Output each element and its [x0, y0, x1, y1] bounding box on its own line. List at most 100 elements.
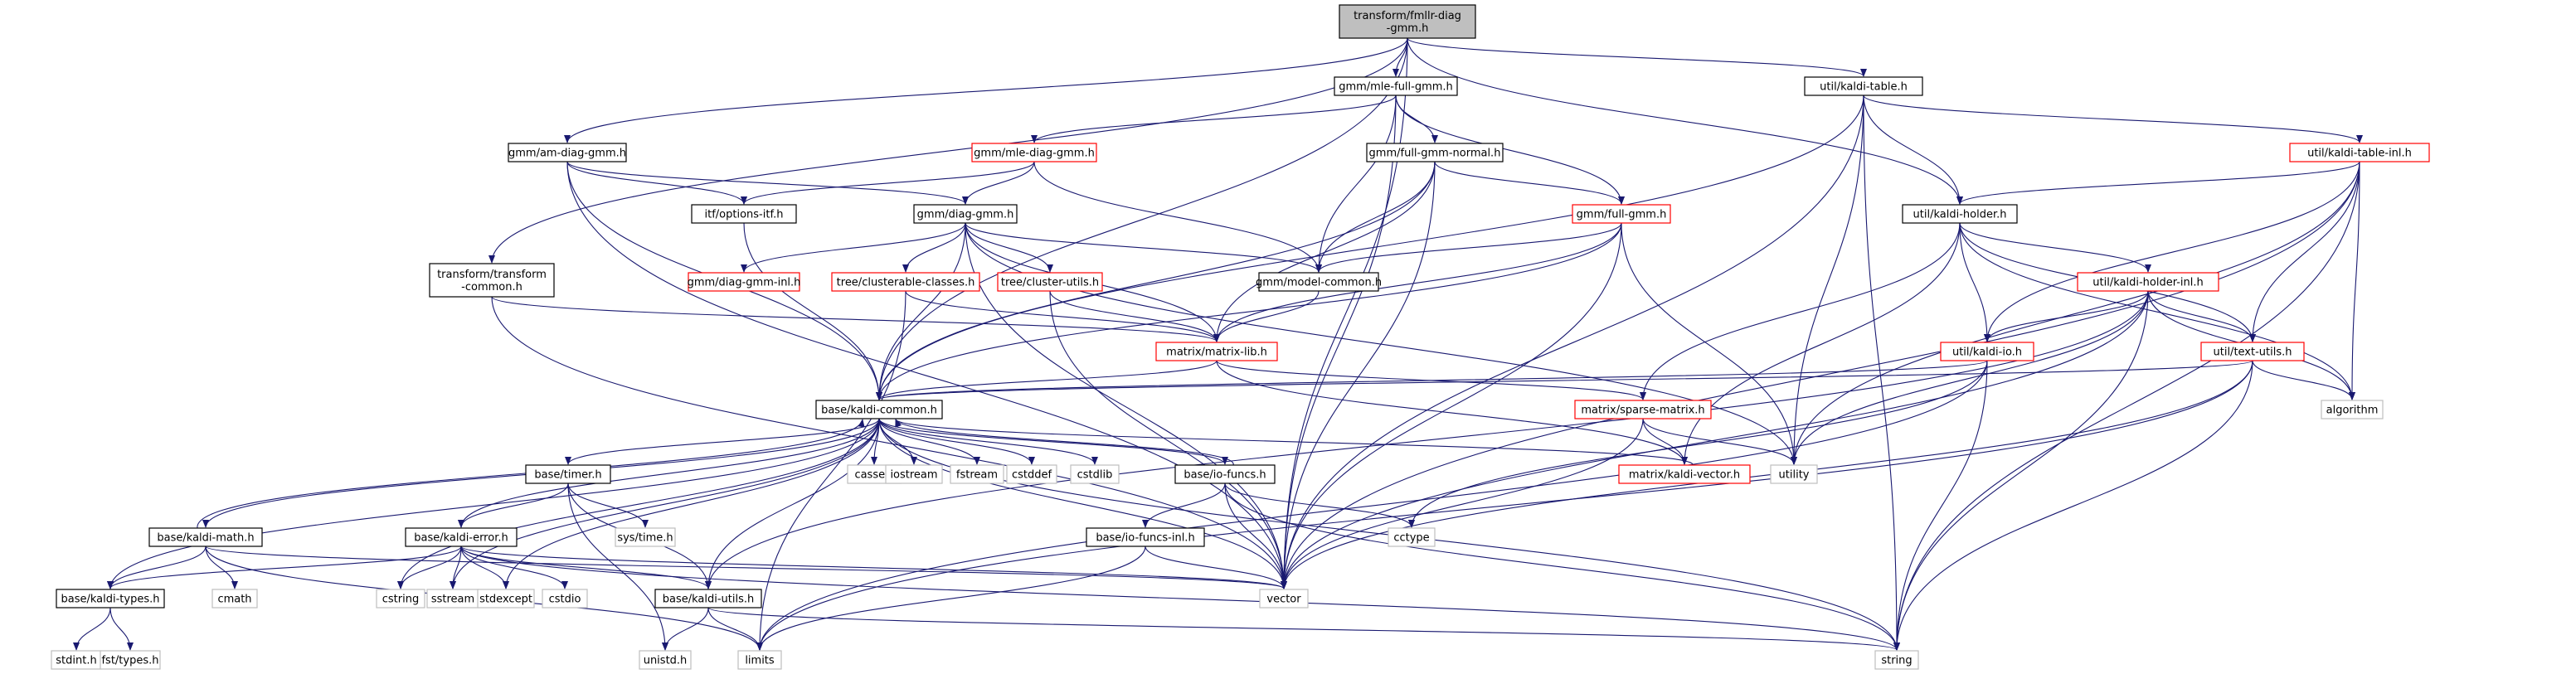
node-unistd[interactable]: unistd.h	[639, 650, 692, 670]
node-box[interactable]	[654, 589, 762, 609]
node-iofuncsinl[interactable]: base/io-funcs-inl.h	[1086, 527, 1205, 547]
node-box[interactable]	[1155, 342, 1278, 361]
node-holderinl[interactable]: util/kaldi-holder-inl.h	[2077, 272, 2219, 292]
node-box[interactable]	[56, 589, 165, 609]
node-box[interactable]	[2289, 143, 2430, 162]
node-itf[interactable]: itf/options-itf.h	[691, 204, 797, 224]
node-box[interactable]	[2200, 342, 2305, 361]
node-box[interactable]	[405, 527, 518, 547]
node-box[interactable]	[615, 527, 676, 547]
node-stdexcept[interactable]: stdexcept	[477, 589, 535, 609]
node-amdiag[interactable]: gmm/am-diag-gmm.h	[508, 143, 627, 162]
node-box[interactable]	[1940, 342, 2034, 361]
node-box[interactable]	[525, 464, 611, 484]
node-string[interactable]: string	[1874, 650, 1919, 670]
node-box[interactable]	[737, 650, 782, 670]
node-box[interactable]	[691, 204, 797, 224]
node-box[interactable]	[1258, 272, 1379, 292]
node-box[interactable]	[1902, 204, 2018, 224]
edge-fullnormal-to-matrixlib	[1213, 161, 1436, 342]
node-clusterutils[interactable]: tree/cluster-utils.h	[997, 272, 1103, 292]
node-transcommon[interactable]: transform/transform-common.h	[429, 263, 555, 298]
node-limits[interactable]: limits	[737, 650, 782, 670]
node-cctype[interactable]: cctype	[1388, 527, 1436, 547]
node-box[interactable]	[1070, 464, 1120, 484]
node-box[interactable]	[885, 464, 943, 484]
node-fsttypes[interactable]: fst/types.h	[100, 650, 161, 670]
node-timer[interactable]: base/timer.h	[525, 464, 611, 484]
node-cstdlib[interactable]: cstdlib	[1070, 464, 1120, 484]
node-mlediag[interactable]: gmm/mle-diag-gmm.h	[971, 143, 1097, 162]
node-box[interactable]	[1174, 464, 1276, 484]
node-cstddef[interactable]: cstddef	[1006, 464, 1057, 484]
node-kaldiio[interactable]: util/kaldi-io.h	[1940, 342, 2034, 361]
node-box[interactable]	[211, 589, 258, 609]
node-box[interactable]	[997, 272, 1103, 292]
node-iofuncs[interactable]: base/io-funcs.h	[1174, 464, 1276, 484]
node-label: gmm/mle-full-gmm.h	[1339, 81, 1453, 94]
node-cstring[interactable]: cstring	[376, 589, 425, 609]
node-box[interactable]	[542, 589, 588, 609]
node-fullgmm[interactable]: gmm/full-gmm.h	[1572, 204, 1671, 224]
node-kalditable[interactable]: util/kaldi-table.h	[1804, 76, 1923, 96]
node-box[interactable]	[429, 263, 555, 298]
node-label: base/kaldi-common.h	[821, 405, 937, 417]
node-box[interactable]	[1086, 527, 1205, 547]
node-kalditypes[interactable]: base/kaldi-types.h	[56, 589, 165, 609]
node-box[interactable]	[1572, 204, 1671, 224]
node-root[interactable]: transform/fmllr-diag-gmm.h	[1339, 4, 1476, 39]
node-box[interactable]	[376, 589, 425, 609]
node-box[interactable]	[1874, 650, 1919, 670]
node-cmath[interactable]: cmath	[211, 589, 258, 609]
node-box[interactable]	[100, 650, 161, 670]
node-clusterable[interactable]: tree/clusterable-classes.h	[831, 272, 980, 292]
node-box[interactable]	[1334, 76, 1458, 96]
node-kaldimath[interactable]: base/kaldi-math.h	[148, 527, 263, 547]
node-box[interactable]	[815, 400, 943, 419]
node-diaginl[interactable]: gmm/diag-gmm-inl.h	[688, 272, 801, 292]
node-kaldierror[interactable]: base/kaldi-error.h	[405, 527, 518, 547]
node-tableinl[interactable]: util/kaldi-table-inl.h	[2289, 143, 2430, 162]
node-box[interactable]	[477, 589, 535, 609]
node-cstdio[interactable]: cstdio	[542, 589, 588, 609]
node-box[interactable]	[1770, 464, 1818, 484]
node-box[interactable]	[508, 143, 627, 162]
node-box[interactable]	[1388, 527, 1436, 547]
node-box[interactable]	[639, 650, 692, 670]
node-box[interactable]	[971, 143, 1097, 162]
node-box[interactable]	[2321, 400, 2384, 419]
node-fstream[interactable]: fstream	[950, 464, 1004, 484]
node-fullnormal[interactable]: gmm/full-gmm-normal.h	[1366, 143, 1504, 162]
node-kaldivector[interactable]: matrix/kaldi-vector.h	[1618, 464, 1751, 484]
node-holder[interactable]: util/kaldi-holder.h	[1902, 204, 2018, 224]
node-algorithm[interactable]: algorithm	[2321, 400, 2384, 419]
node-stdint[interactable]: stdint.h	[51, 650, 102, 670]
node-label: cctype	[1393, 532, 1429, 545]
node-kaldicommon[interactable]: base/kaldi-common.h	[815, 400, 943, 419]
node-box[interactable]	[2077, 272, 2219, 292]
node-sstream[interactable]: sstream	[426, 589, 479, 609]
node-box[interactable]	[1006, 464, 1057, 484]
node-box[interactable]	[1574, 400, 1712, 419]
node-box[interactable]	[148, 527, 263, 547]
node-box[interactable]	[688, 272, 800, 292]
node-box[interactable]	[1339, 4, 1476, 39]
node-diaggmm[interactable]: gmm/diag-gmm.h	[913, 204, 1018, 224]
node-box[interactable]	[1618, 464, 1751, 484]
node-utility[interactable]: utility	[1770, 464, 1818, 484]
node-sparse[interactable]: matrix/sparse-matrix.h	[1574, 400, 1712, 419]
node-box[interactable]	[831, 272, 980, 292]
node-kaldiutils[interactable]: base/kaldi-utils.h	[654, 589, 762, 609]
node-box[interactable]	[950, 464, 1004, 484]
node-mlefull[interactable]: gmm/mle-full-gmm.h	[1334, 76, 1458, 96]
node-box[interactable]	[1366, 143, 1504, 162]
node-iostream[interactable]: iostream	[885, 464, 943, 484]
node-systime[interactable]: sys/time.h	[615, 527, 676, 547]
node-modelcommon[interactable]: gmm/model-common.h	[1256, 272, 1382, 292]
node-box[interactable]	[1804, 76, 1923, 96]
node-vector[interactable]: vector	[1259, 589, 1309, 609]
node-box[interactable]	[913, 204, 1018, 224]
node-matrixlib[interactable]: matrix/matrix-lib.h	[1155, 342, 1278, 361]
node-textutils[interactable]: util/text-utils.h	[2200, 342, 2305, 361]
node-box[interactable]	[1259, 589, 1309, 609]
